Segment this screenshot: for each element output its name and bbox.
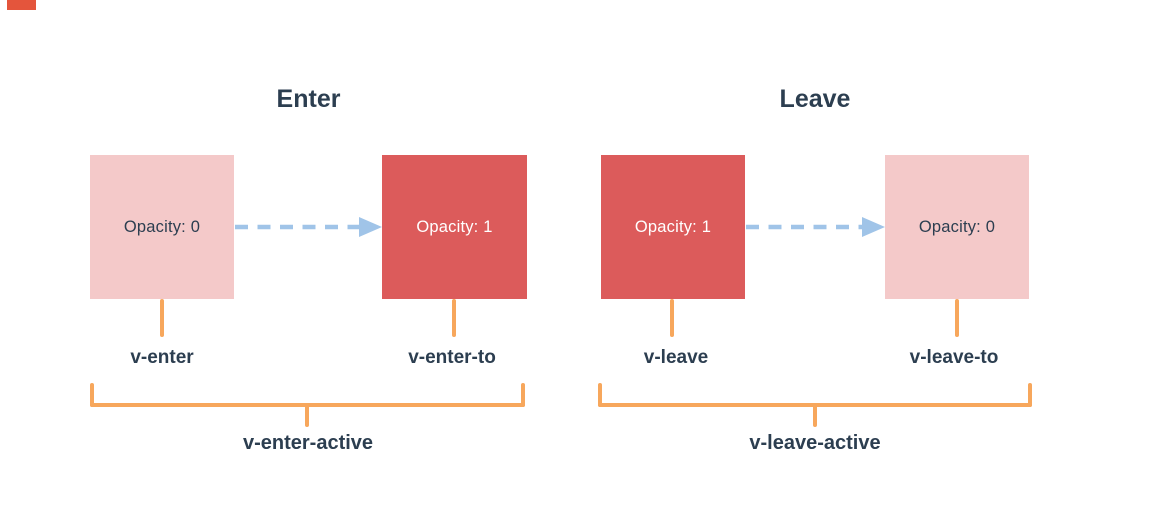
class-label-v-leave-active: v-leave-active — [749, 432, 881, 454]
connector-tick — [670, 299, 674, 337]
opacity-value-label: Opacity: 0 — [123, 217, 201, 236]
state-box-v-enter-to: Opacity: 1 — [382, 155, 527, 299]
dashed-arrow-right-icon — [746, 217, 885, 237]
connector-tick — [452, 299, 456, 337]
state-box-v-leave: Opacity: 1 — [601, 155, 745, 299]
brace-end — [90, 383, 94, 407]
state-box-v-enter: Opacity: 0 — [90, 155, 234, 299]
opacity-value-label: Opacity: 0 — [918, 217, 996, 236]
connector-tick — [160, 299, 164, 337]
dashed-arrow-right-icon — [235, 217, 382, 237]
class-label-v-leave: v-leave — [643, 347, 709, 368]
opacity-value-label: Opacity: 1 — [634, 217, 712, 236]
brace-end — [521, 383, 525, 407]
class-label-v-enter-to: v-enter-to — [408, 347, 496, 368]
brace-center-tick — [305, 403, 309, 427]
connector-tick — [955, 299, 959, 337]
enter-section-heading: Enter — [276, 85, 341, 113]
leave-section-heading: Leave — [779, 85, 851, 113]
state-box-v-leave-to: Opacity: 0 — [885, 155, 1029, 299]
class-label-v-enter: v-enter — [130, 347, 194, 368]
brace-end — [1028, 383, 1032, 407]
opacity-value-label: Opacity: 1 — [416, 217, 493, 236]
brace-center-tick — [813, 403, 817, 427]
class-label-v-enter-active: v-enter-active — [242, 432, 374, 454]
brace-end — [598, 383, 602, 407]
class-label-v-leave-to: v-leave-to — [909, 347, 999, 368]
top-left-red-bar — [7, 0, 36, 10]
